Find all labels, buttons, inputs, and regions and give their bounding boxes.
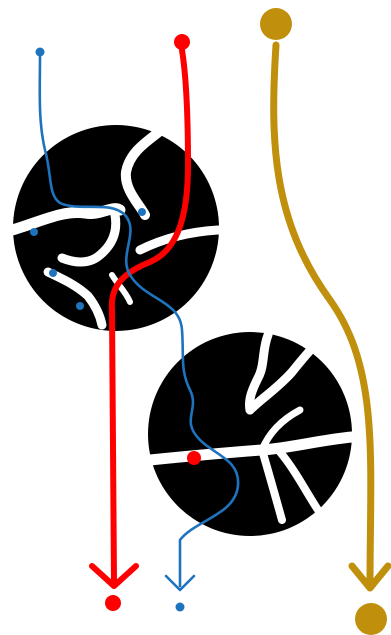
gold-path [260,8,388,635]
blue-contact-dot [49,269,57,277]
blue-end-dot [176,603,185,612]
blue-contact-dot [76,302,84,310]
lower-particle-disc [148,332,352,536]
blue-contact-dot [30,228,38,236]
gold-end-dot [355,603,387,635]
lower-particle [148,332,352,536]
gold-start-dot [260,8,292,40]
red-contact-dot [187,451,201,465]
blue-contact-dot [138,208,146,216]
red-end-dot [105,595,121,611]
